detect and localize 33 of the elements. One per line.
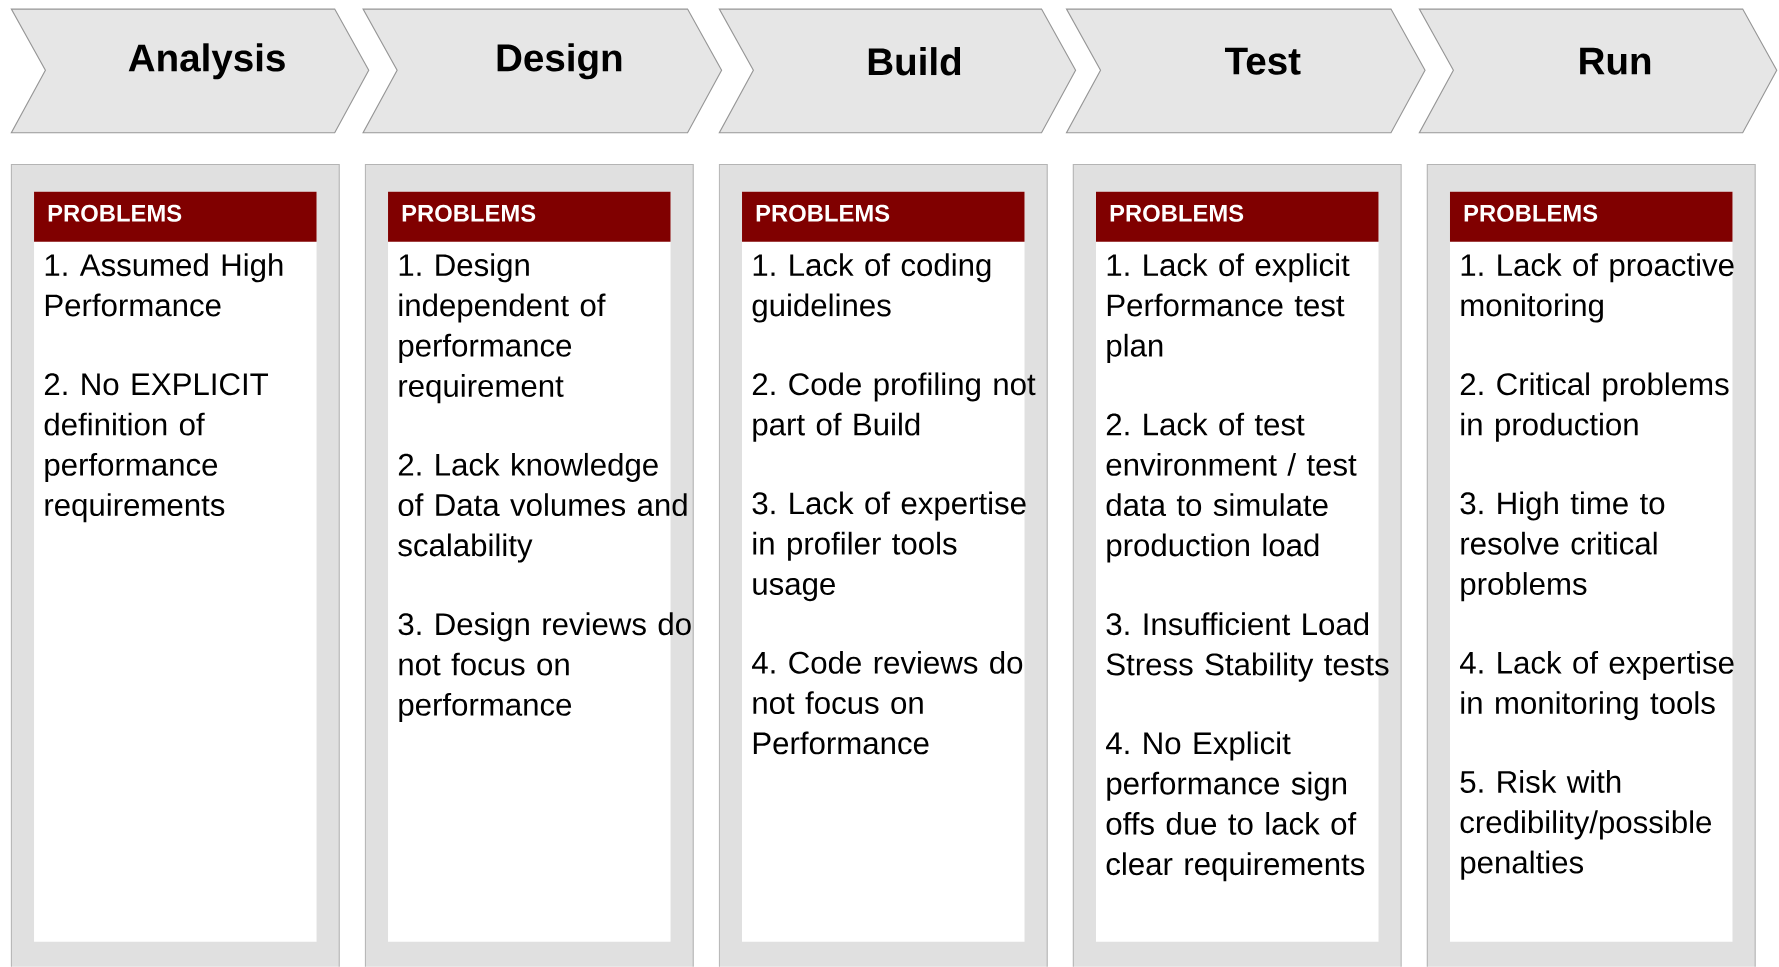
list-item: 5. Risk with credibility/possible penalties	[1460, 770, 1712, 880]
list-item: 4. No Explicit performance sign offs due to lack of clear requirements	[1106, 731, 1365, 882]
header-bar: PROBLEMS	[1096, 191, 1379, 242]
problem-panel	[718, 164, 1048, 967]
phase-header: Build	[718, 8, 1077, 134]
list-item: 2. No EXPLICIT definition of performance requirements	[44, 373, 269, 523]
list-item: 2. Critical problems in production	[1460, 372, 1729, 442]
list-item: 1. Lack of proactive monitoring	[1461, 253, 1734, 323]
problem-panel	[10, 164, 340, 967]
problem-panel	[1426, 164, 1756, 967]
header-bar: PROBLEMS	[388, 191, 671, 242]
list-item: 2. Lack knowledge of Data volumes and scalability	[398, 453, 687, 563]
list-item: 4. Code reviews do not focus on Performance	[752, 651, 1023, 755]
list-item: 1. Assumed High Performance	[45, 253, 283, 317]
list-item: 1. Lack of coding guidelines	[752, 253, 991, 323]
problem-panel	[364, 164, 694, 967]
phase-header: Run	[1418, 8, 1778, 134]
phase-header: Test	[1065, 8, 1426, 134]
list-item: 4. Lack of expertise in monitoring tools	[1460, 651, 1734, 721]
list-item: 1. Lack of explicit Performance test plan	[1107, 253, 1350, 364]
list-item: 1. Design independent of performance requirement	[399, 253, 606, 404]
list-item: 2. Lack of test environment / test data to simulate production load	[1106, 412, 1357, 563]
list-item: 3. Insufficient Load Stress Stability tests	[1106, 612, 1389, 682]
phase-header: Design	[362, 8, 723, 134]
header-bar: PROBLEMS	[742, 191, 1025, 242]
problem-panel	[1072, 164, 1402, 967]
list-item: 3. High time to resolve critical problems	[1460, 491, 1665, 602]
header-bar: PROBLEMS	[1450, 191, 1733, 242]
list-item: 3. Lack of expertise in profiler tools usage	[752, 491, 1026, 602]
phase-header: Analysis	[10, 8, 370, 134]
list-item: 3. Design reviews do not focus on performance	[398, 612, 691, 723]
header-bar: PROBLEMS	[34, 191, 317, 242]
list-item: 2. Code profiling not part of Build	[752, 372, 1036, 442]
